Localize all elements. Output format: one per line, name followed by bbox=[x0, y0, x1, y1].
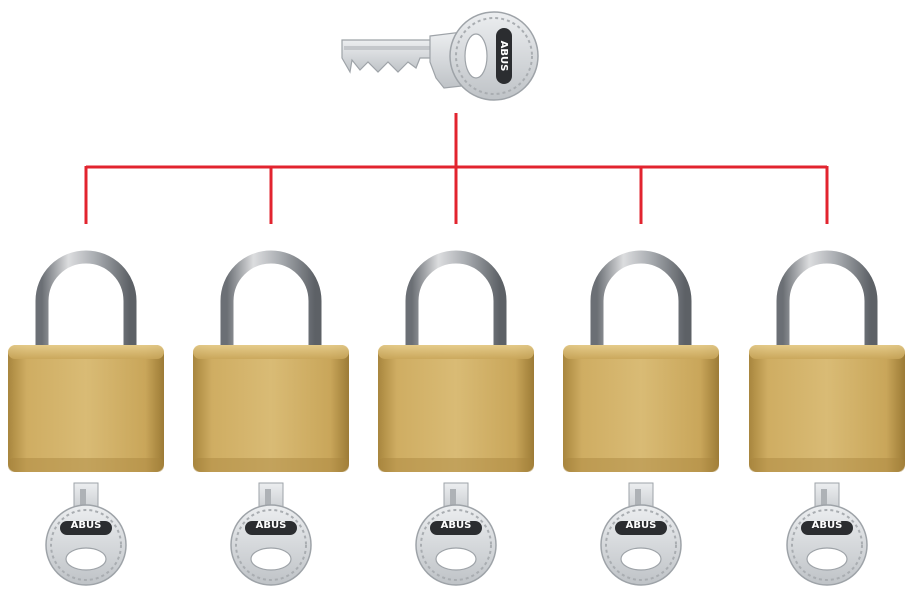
padlock-3: ABUS bbox=[378, 257, 534, 585]
padlock-2: ABUS bbox=[193, 257, 349, 585]
key-icon-3 bbox=[416, 483, 496, 585]
padlock-1: ABUS bbox=[8, 257, 164, 585]
key-logo-1: ABUS bbox=[71, 520, 102, 531]
padlock-5: ABUS bbox=[749, 257, 905, 585]
key-logo-2: ABUS bbox=[256, 520, 287, 531]
key-icon-1 bbox=[46, 483, 126, 585]
key-logo-3: ABUS bbox=[441, 520, 472, 531]
key-logo-4: ABUS bbox=[626, 520, 657, 531]
master-key-icon: ABUS bbox=[342, 12, 538, 100]
padlock-4: ABUS bbox=[563, 257, 719, 585]
master-key-logo: ABUS bbox=[498, 41, 509, 72]
key-icon-2 bbox=[231, 483, 311, 585]
key-icon-5 bbox=[787, 483, 867, 585]
connector-lines bbox=[86, 113, 827, 224]
key-logo-5: ABUS bbox=[812, 520, 843, 531]
key-icon-4 bbox=[601, 483, 681, 585]
